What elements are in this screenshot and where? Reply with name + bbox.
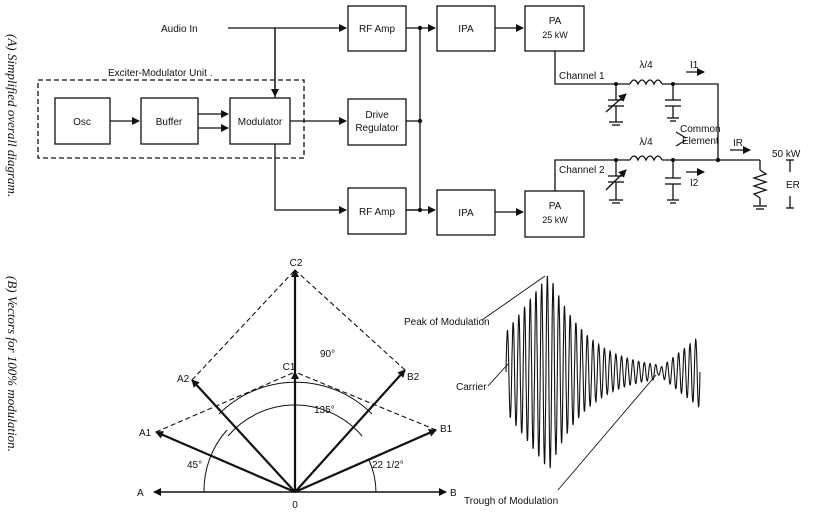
pa-top-block <box>524 5 585 52</box>
buffer-label: Buffer <box>156 117 183 128</box>
peak-label: Peak of Modulation <box>404 317 490 328</box>
channel-1-label: Channel 1 <box>559 71 605 82</box>
angle-22: 22 1/2° <box>372 460 404 471</box>
block-diagram <box>37 5 794 238</box>
label-b: B <box>450 488 457 499</box>
drive-regulator-block <box>347 98 407 146</box>
angle-45: 45° <box>187 460 202 471</box>
peak-pointer <box>481 275 546 321</box>
pa-top-label: PA <box>549 16 562 27</box>
label-a1: A1 <box>139 428 152 439</box>
osc-label: Osc <box>73 117 91 128</box>
er-label: ER <box>786 180 800 191</box>
vector-diagram <box>153 269 447 496</box>
lambda-bottom-label: λ/4 <box>639 137 653 148</box>
ipa-bottom-label: IPA <box>458 208 474 219</box>
vector-b2 <box>294 369 406 493</box>
am-waveform <box>505 275 701 469</box>
pa-bottom-power-label: 25 kW <box>542 215 568 225</box>
vector-a1 <box>155 430 296 494</box>
buffer-block <box>140 97 199 145</box>
caption-b: (B) Vectors for 100% modulation. <box>5 276 20 452</box>
exciter-modulator-enclosure <box>37 79 305 159</box>
vector-a2 <box>191 379 296 493</box>
trough-label: Trough of Modulation <box>464 496 558 507</box>
label-origin: 0 <box>292 500 298 511</box>
label-c1: C1 <box>283 362 296 373</box>
lambda-top-label: λ/4 <box>639 60 653 71</box>
rf-amp-bottom-label: RF Amp <box>359 207 396 218</box>
pa-top-power-label: 25 kW <box>542 30 568 40</box>
junction-dots <box>417 25 721 213</box>
ir-label: IR <box>733 138 743 149</box>
load-power-label: 50 kW <box>772 149 801 160</box>
caption-a: (A) Simplified overall diagram. <box>5 34 20 197</box>
drive-label: Drive <box>365 110 389 121</box>
rf-amp-top-label: RF Amp <box>359 24 396 35</box>
rf-amp-bottom-block <box>347 187 407 235</box>
modulator-label: Modulator <box>238 117 283 128</box>
pa-bottom-block <box>524 190 585 238</box>
label-a: A <box>137 488 144 499</box>
carrier-pointer <box>487 363 509 387</box>
angle-90: 90° <box>320 349 335 360</box>
vector-b1 <box>294 428 437 494</box>
label-b2: B2 <box>407 372 420 383</box>
carrier-label: Carrier <box>456 382 487 393</box>
trough-pointer <box>557 374 657 491</box>
label-c2: C2 <box>290 258 303 269</box>
element-label: Element <box>682 136 719 147</box>
i1-label: I1 <box>690 60 699 71</box>
common-label: Common <box>680 124 721 135</box>
angle-135: 135° <box>314 405 335 416</box>
label-a2: A2 <box>177 374 190 385</box>
exciter-unit-label: Exciter-Modulator Unit . <box>108 68 212 79</box>
regulator-label: Regulator <box>355 123 399 134</box>
pa-bottom-label: PA <box>549 201 562 212</box>
channel-2-label: Channel 2 <box>559 165 605 176</box>
i2-label: I2 <box>690 178 699 189</box>
ipa-top-label: IPA <box>458 24 474 35</box>
label-b1: B1 <box>440 424 453 435</box>
audio-in-label: Audio In <box>161 24 198 35</box>
